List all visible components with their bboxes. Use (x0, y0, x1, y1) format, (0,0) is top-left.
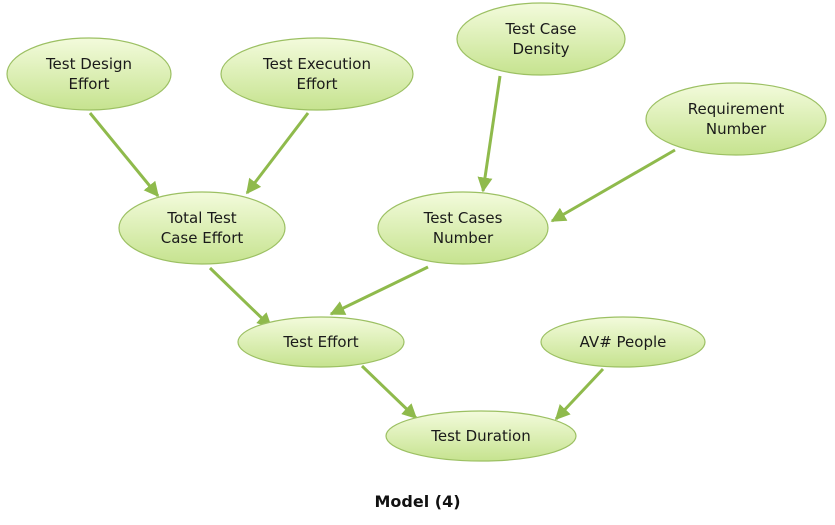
node-label: Number (706, 120, 767, 138)
arrow-av-people-to-test-duration (554, 367, 605, 421)
figure-caption: Model (4) (374, 492, 461, 511)
node-label: Test Effort (282, 333, 358, 351)
arrow-test-execution-effort-to-total-test-case-effort (245, 112, 310, 195)
node-shape (540, 316, 706, 368)
node-shape (220, 37, 414, 111)
node-label: Density (512, 40, 569, 58)
node-label: Test Cases (423, 209, 503, 227)
arrow-test-effort-to-test-duration (360, 364, 418, 420)
node-label: Total Test (166, 209, 236, 227)
node-shape (6, 37, 172, 111)
edges (88, 75, 676, 421)
arrow-total-test-case-effort-to-test-effort (208, 266, 273, 329)
arrow-requirement-number-to-test-cases-number (550, 148, 676, 223)
node-shape (237, 316, 405, 368)
node-shape (385, 410, 577, 462)
node-label: Number (433, 229, 494, 247)
node-label: Test Duration (430, 427, 530, 445)
node-shape (118, 191, 286, 265)
node-label: Case Effort (161, 229, 244, 247)
node-label: Test Design (45, 55, 132, 73)
node-label: Requirement (688, 100, 785, 118)
node-shape (456, 2, 626, 76)
node-label: Effort (296, 75, 337, 93)
node-test-duration: Test Duration (385, 410, 577, 462)
node-test-effort: Test Effort (237, 316, 405, 368)
node-shape (645, 82, 827, 156)
arrow-test-cases-number-to-test-effort (329, 265, 429, 316)
node-av-people: AV# People (540, 316, 706, 368)
node-shape (377, 191, 549, 265)
node-label: Effort (68, 75, 109, 93)
node-label: Test Execution (262, 55, 371, 73)
node-label: Test Case (504, 20, 576, 38)
arrow-test-case-density-to-test-cases-number (477, 75, 502, 193)
arrow-test-design-effort-to-total-test-case-effort (88, 112, 160, 198)
node-label: AV# People (580, 333, 667, 351)
